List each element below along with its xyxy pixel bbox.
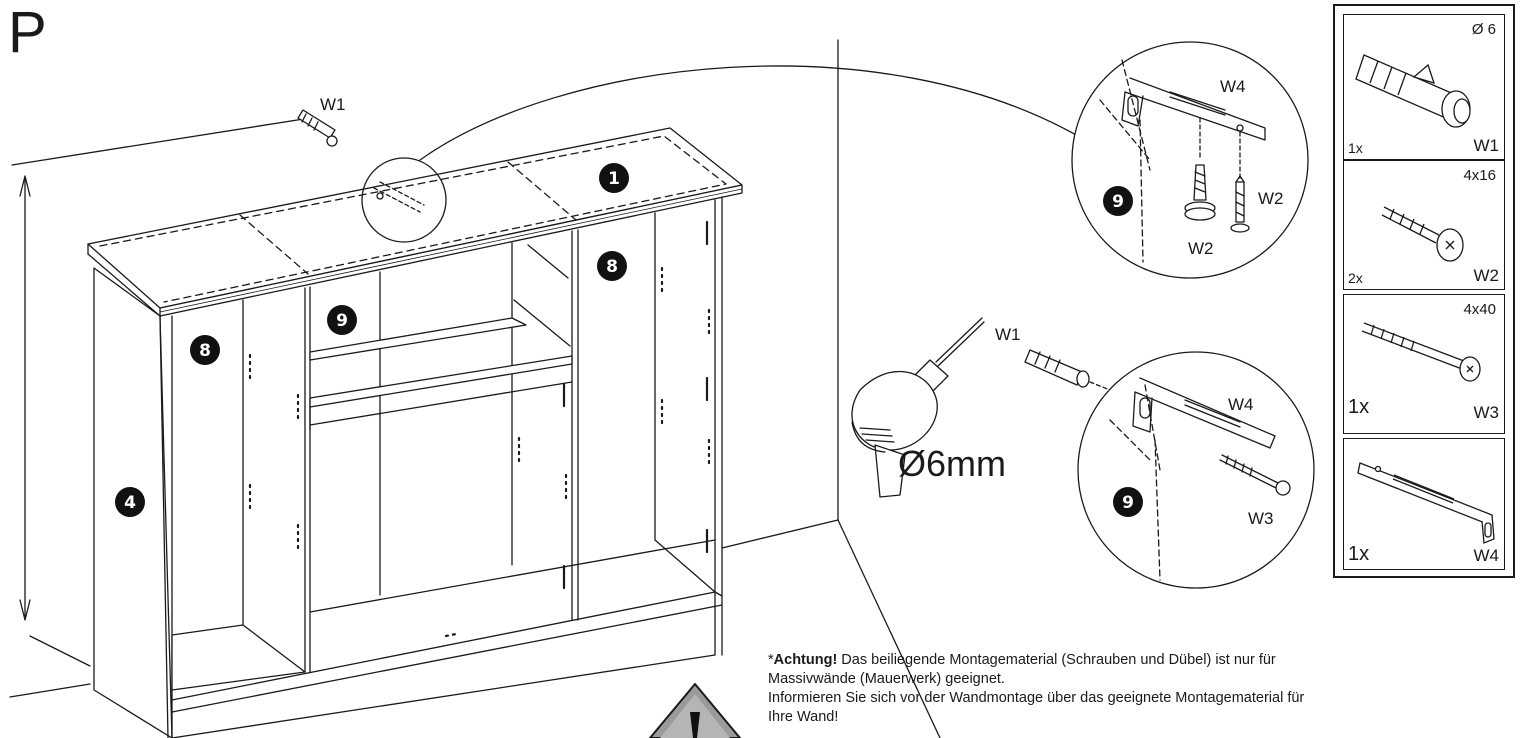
part-w3-qty: 1x [1348,396,1370,418]
badge-detail-top: 9 [1103,186,1133,216]
wall-dowel-icon [1024,349,1111,391]
part-w2-code: W2 [1473,266,1500,285]
drill-size-label: Ø6mm [898,443,1006,484]
warning-line-1: *Achtung! Das beiliegende Montagemateria… [768,652,1276,668]
w2-label-right: W2 [1258,189,1284,208]
warning-note: *Achtung! Das beiliegende Montagemateria… [768,651,1488,727]
svg-text:9: 9 [336,311,348,331]
badge-side-panel: 4 [115,487,145,517]
svg-text:9: 9 [1112,192,1124,212]
svg-text:8: 8 [606,257,618,277]
w2-label-bottom: W2 [1188,239,1214,258]
badge-side-left: 8 [190,335,220,365]
screw-icon [1361,322,1481,382]
part-w1-qty: 1x [1348,140,1363,156]
warning-line-4: Ihre Wand! [768,709,839,725]
zoom-callout [361,65,1086,243]
part-w1-dim: Ø 6 [1471,21,1496,38]
screw-icon [1184,164,1250,233]
part-w2-dim: 4x16 [1463,167,1496,184]
svg-text:1: 1 [608,169,620,189]
top-panel [87,127,743,317]
part-w2: 4x16 2x W2 [1343,160,1505,290]
height-dimension-arrow [19,175,31,621]
warning-triangle-icon [649,683,741,738]
svg-text:4: 4 [124,493,136,513]
part-w3-code: W3 [1473,403,1500,422]
w4-label-top: W4 [1220,77,1246,96]
assembly-illustration: W1 W4 W2 W2 W1 Ø6mm W4 W3 1 8 9 8 4 9 9 [9,39,1315,738]
wall-lines [9,39,941,738]
drill-icon [851,317,985,498]
badge-detail-bottom: 9 [1113,487,1143,517]
w1-label-drill: W1 [995,325,1021,344]
detail-circle-bottom [1077,351,1315,589]
badge-shelf: 9 [327,305,357,335]
w4-label-bottom: W4 [1228,395,1254,414]
part-w1: Ø 6 1x W1 [1343,14,1505,160]
parts-list: Ø 6 1x W1 4x16 2x W2 [1333,4,1515,578]
step-letter: P [8,0,47,65]
part-w1-code: W1 [1473,136,1500,155]
angle-bracket-icon [1357,462,1495,544]
part-w2-qty: 2x [1348,270,1363,286]
wall-dowel-icon [1355,54,1471,128]
part-w4-qty: 1x [1348,543,1370,565]
hinge-marks [248,220,711,638]
wall-dowel-icon [297,109,338,147]
svg-text:8: 8 [199,341,211,361]
part-w3-dim: 4x40 [1463,301,1496,318]
warning-line-2: Massivwände (Mauerwerk) geeignet. [768,671,1005,687]
warning-title: Achtung! [773,652,838,668]
svg-text:9: 9 [1122,493,1134,513]
part-w3: 4x40 1x W3 [1343,294,1505,434]
part-w4-code: W4 [1473,546,1500,565]
screw-icon [1219,454,1291,496]
detail-circle-top [1071,41,1309,279]
warning-line-3: Informieren Sie sich vor der Wandmontage… [768,690,1305,706]
screw-icon [1381,206,1464,262]
badge-side-right: 8 [597,251,627,281]
badge-top-panel: 1 [599,163,629,193]
w1-label-main: W1 [320,95,346,114]
part-w4: 1x W4 [1343,438,1505,570]
w3-label: W3 [1248,509,1274,528]
